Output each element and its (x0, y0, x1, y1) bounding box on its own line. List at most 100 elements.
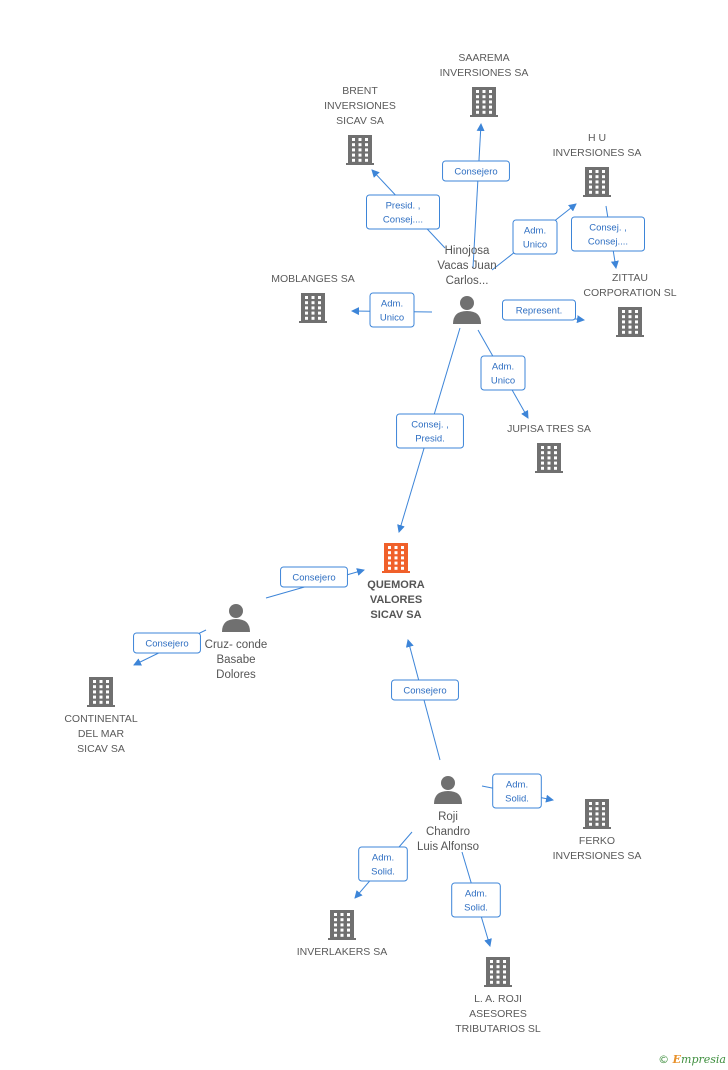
node-label: Hinojosa (445, 245, 490, 257)
edge-label-text: Unico (523, 240, 547, 251)
edge-label-box[interactable] (396, 413, 464, 449)
edge-label-text: Consej. , (589, 223, 627, 234)
building-icon (299, 293, 327, 323)
edge-label-box[interactable] (369, 292, 415, 328)
brand-watermark: © Empresia (658, 1053, 726, 1066)
node-label: MOBLANGES SA (271, 273, 354, 285)
edge-roji-to-ferko: Adm. Solid. (481, 773, 554, 809)
node-label: Luis Alfonso (417, 841, 479, 853)
building-icon (484, 957, 512, 987)
edge-label-text: Solid. (371, 867, 395, 878)
node-label: QUEMORA (367, 579, 425, 591)
edge-label-box[interactable] (502, 299, 576, 321)
node-label: Vacas Juan (437, 260, 496, 272)
edge-label-text: Consejero (454, 167, 497, 178)
node-label: Chandro (426, 826, 470, 838)
node-label: FERKO (579, 835, 615, 847)
edge-label-box[interactable] (512, 219, 558, 255)
edge-label-box[interactable] (133, 632, 201, 654)
edge-hinojosa-to-saarema: Consejero (442, 123, 510, 269)
edge-label-text: Consej.... (383, 215, 423, 226)
person-icon (222, 604, 250, 632)
building-icon (87, 677, 115, 707)
person-icon (434, 776, 462, 804)
edge-label-text: Consejero (292, 573, 335, 584)
edge-label-text: Adm. (381, 299, 403, 310)
node-label: CONTINENTAL (64, 713, 137, 725)
edge-label-text: Consej. , (411, 420, 449, 431)
node-inverlakers[interactable]: INVERLAKERS SA (297, 910, 387, 958)
node-label: H U (588, 132, 606, 144)
edge-label-text: Adm. (372, 853, 394, 864)
building-icon (382, 543, 410, 573)
edge-hinojosa-to-jupisa: Adm.Unico (477, 329, 529, 419)
brand-initial: E (672, 1053, 682, 1066)
node-label: VALORES (370, 594, 422, 606)
node-label: SICAV SA (370, 609, 421, 621)
building-icon (616, 307, 644, 337)
building-icon (583, 799, 611, 829)
edge-label-text: Consejero (403, 686, 446, 697)
edge-roji-to-center: Consejero (391, 639, 459, 761)
building-icon (583, 167, 611, 197)
edge-label-box[interactable] (451, 882, 501, 918)
node-label: Basabe (216, 654, 255, 666)
node-label: INVERSIONES SA (553, 850, 642, 862)
node-moblanges[interactable]: MOBLANGES SA (271, 273, 355, 323)
edge-label-box[interactable] (391, 679, 459, 701)
node-ferko[interactable]: FERKO INVERSIONES SA (553, 799, 642, 862)
edge-label-text: Adm. (465, 889, 487, 900)
edge-label-text: Consej.... (588, 237, 628, 248)
node-label: Dolores (216, 669, 256, 681)
node-label: SICAV SA (336, 115, 384, 127)
edge-hinojosa-to-center: Consej. , Presid. (396, 327, 464, 533)
node-label: BRENT (342, 85, 378, 97)
edge-label-text: Adm. (524, 226, 546, 237)
edge-hinojosa-to-zittau: Represent. (501, 299, 585, 324)
node-center[interactable]: QUEMORA VALORES SICAV SA (367, 543, 425, 621)
node-brent[interactable]: BRENT INVERSIONES SICAV SA (324, 85, 396, 165)
node-label: Carlos... (446, 275, 489, 287)
edge-label-box[interactable] (480, 355, 526, 391)
node-label: DEL MAR (78, 728, 125, 740)
edge-hinojosa-to-brent: Presid. , Consej.... (366, 169, 446, 249)
edge-label-box[interactable] (571, 216, 645, 252)
node-label: INVERSIONES (324, 100, 396, 112)
edge-label-text: Presid. , (386, 201, 421, 212)
person-icon (453, 296, 481, 324)
edge-label-text: Presid. (415, 434, 445, 445)
node-label: INVERSIONES SA (553, 147, 642, 159)
building-icon (470, 87, 498, 117)
edge-label-box[interactable] (366, 194, 440, 230)
edge-label-box[interactable] (358, 846, 408, 882)
edge-roji-to-inverlakers: Adm. Solid. (354, 831, 413, 899)
edge-label-text: Unico (491, 376, 515, 387)
brand-name: mpresia (681, 1053, 726, 1066)
edge-label-text: Represent. (516, 306, 562, 317)
node-label: ZITTAU (612, 272, 648, 284)
edge-label-box[interactable] (492, 773, 542, 809)
building-icon (328, 910, 356, 940)
node-label: JUPISA TRES SA (507, 423, 591, 435)
edge-label-box[interactable] (442, 160, 510, 182)
edge-label-box[interactable] (280, 566, 348, 588)
node-jupisa[interactable]: JUPISA TRES SA (507, 423, 591, 473)
building-icon (535, 443, 563, 473)
edge-hu-to-zittau: Consej. , Consej.... (571, 205, 645, 269)
building-icon (346, 135, 374, 165)
edge-label-text: Adm. (506, 780, 528, 791)
node-label: L. A. ROJI (474, 993, 522, 1005)
edge-label-text: Solid. (505, 794, 529, 805)
edge-label-text: Solid. (464, 903, 488, 914)
node-hu[interactable]: H U INVERSIONES SA (553, 132, 642, 197)
edge-cruz-to-center: Consejero (265, 566, 365, 599)
node-label: INVERLAKERS SA (297, 946, 387, 958)
